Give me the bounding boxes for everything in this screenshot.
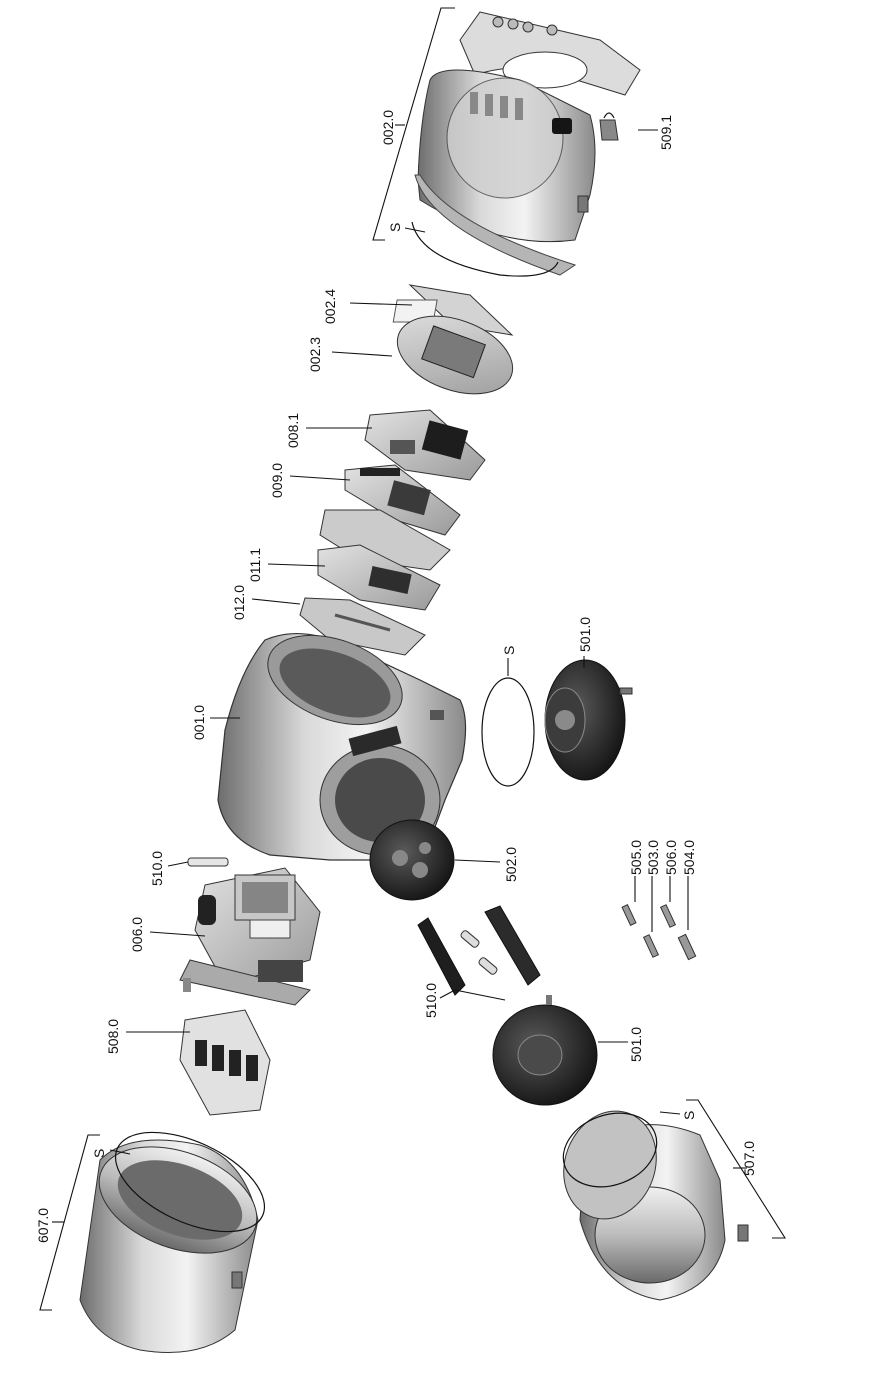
- label-002-0: 002.0: [380, 110, 396, 145]
- label-s-left: S: [91, 1149, 107, 1158]
- terminal-block-508-0: [179, 1009, 271, 1116]
- label-s-top: S: [387, 223, 403, 232]
- label-505-0: 505.0: [628, 840, 644, 875]
- bracket-002-0: [372, 7, 455, 241]
- label-607-0: 607.0: [35, 1208, 51, 1243]
- display-board-002-3: [396, 315, 514, 395]
- power-board-006-0: [179, 867, 321, 1006]
- label-s-mid: S: [501, 646, 517, 655]
- label-s-right: S: [681, 1111, 697, 1120]
- label-501-0-b: 501.0: [628, 1027, 644, 1062]
- o-ring-right: [562, 1112, 658, 1188]
- cover-607-0: [79, 1139, 259, 1353]
- label-506-0: 506.0: [663, 840, 679, 875]
- label-006-0: 006.0: [129, 917, 145, 952]
- label-509-1: 509.1: [658, 115, 674, 150]
- label-012-0: 012.0: [231, 585, 247, 620]
- o-ring-mid: [481, 677, 535, 787]
- connector-502-0: [369, 819, 455, 901]
- pcb-011-1: [317, 509, 451, 611]
- label-002-4: 002.4: [322, 289, 338, 324]
- fuse-holder-510-0-b: [417, 905, 541, 996]
- label-002-3: 002.3: [307, 337, 323, 372]
- cover-507-0: [563, 1110, 749, 1301]
- pcb-009-0: [344, 464, 461, 536]
- cover-assembly-002-0: [411, 11, 641, 277]
- label-510-0-b: 510.0: [423, 983, 439, 1018]
- label-009-0: 009.0: [269, 463, 285, 498]
- housing-001-0: [217, 633, 467, 861]
- fuse-set-510-0-a: [187, 857, 229, 867]
- label-507-0: 507.0: [741, 1141, 757, 1176]
- label-008-1: 008.1: [285, 413, 301, 448]
- label-001-0: 001.0: [191, 705, 207, 740]
- label-510-0-a: 510.0: [149, 851, 165, 886]
- label-501-0-a: 501.0: [577, 617, 593, 652]
- bracket-507-0: [686, 1099, 786, 1239]
- label-508-0: 508.0: [105, 1019, 121, 1054]
- screws-group: [621, 904, 697, 961]
- label-503-0: 503.0: [645, 840, 661, 875]
- o-ring-left: [114, 1131, 266, 1233]
- pcb-008-1: [364, 409, 486, 481]
- motor-501-0-b: [492, 995, 598, 1106]
- label-504-0: 504.0: [681, 840, 697, 875]
- label-011-1: 011.1: [247, 548, 263, 582]
- plate-012-0: [299, 597, 426, 656]
- motor-501-0-a: [544, 659, 633, 781]
- label-502-0: 502.0: [503, 847, 519, 882]
